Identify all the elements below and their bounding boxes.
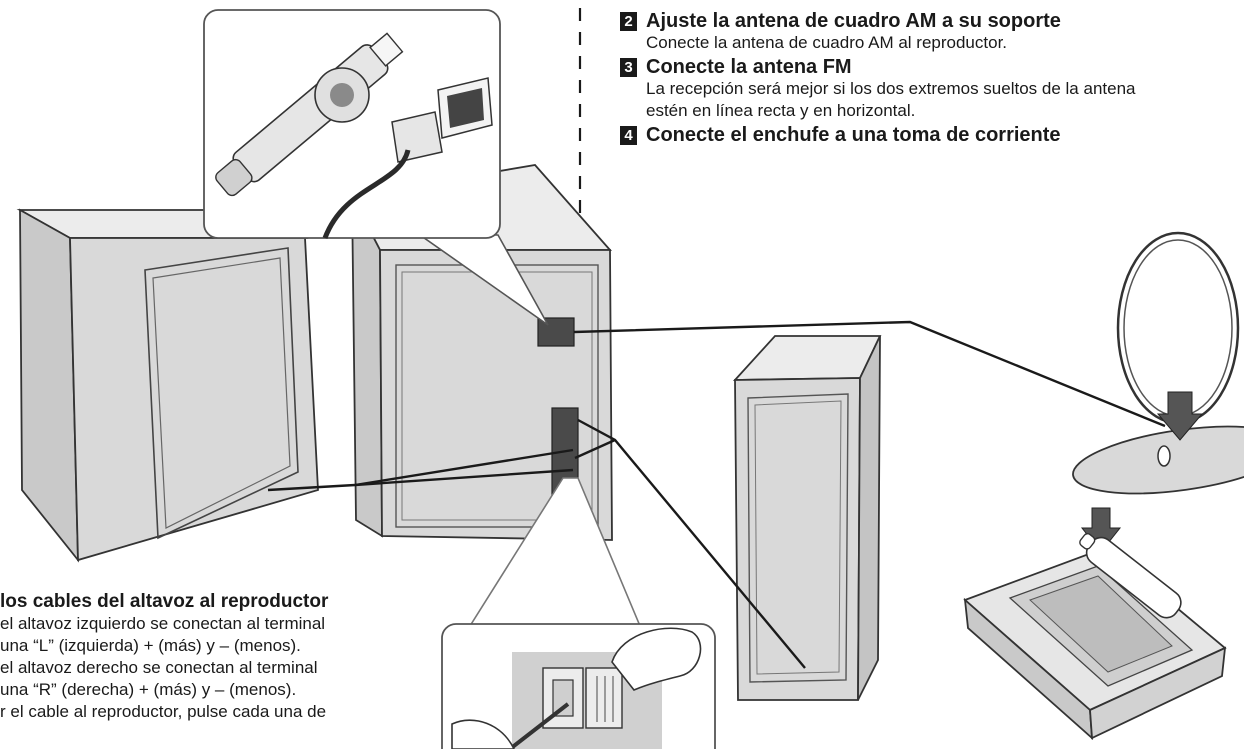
step-number-badge: 2 (620, 11, 637, 31)
antenna-plug-zoom-callout (203, 9, 549, 326)
step-description: La recepción será mejor si los dos extre… (646, 79, 1136, 120)
setup-steps: 2 Ajuste la antena de cuadro AM a su sop… (620, 10, 1240, 146)
antenna-wire (573, 320, 1166, 428)
battery-icon (1079, 533, 1182, 619)
note-line: una “R” (derecha) + (más) y – (menos). (0, 680, 297, 699)
note-line: el altavoz derecho se conectan al termin… (0, 658, 318, 677)
step-3: 3 Conecte la antena FM La recepción será… (620, 56, 1240, 122)
step-2: 2 Ajuste la antena de cuadro AM a su sop… (620, 10, 1240, 54)
step-4: 4 Conecte el enchufe a una toma de corri… (620, 124, 1240, 146)
speaker-wire-zoom-callout (441, 477, 716, 749)
note-line: el altavoz izquierdo se conectan al term… (0, 614, 326, 633)
step-title: Conecte el enchufe a una toma de corrien… (646, 124, 1061, 146)
speaker-connection-note: los cables del altavoz al reproductor el… (0, 590, 329, 723)
step-description: Conecte la antena de cuadro AM al reprod… (646, 33, 1008, 52)
step-title: Conecte la antena FM (646, 56, 852, 78)
insert-arrow-icon (1080, 507, 1122, 553)
left-speaker (16, 208, 319, 563)
remote-control (963, 507, 1227, 741)
am-loop-antenna (1072, 231, 1244, 495)
step-number-badge: 3 (620, 57, 637, 77)
right-speaker (732, 335, 882, 701)
note-title: los cables del altavoz al reproductor (0, 591, 329, 612)
note-line: r el cable al reproductor, pulse cada un… (0, 702, 327, 721)
step-number-badge: 4 (620, 125, 637, 145)
step-title: Ajuste la antena de cuadro AM a su sopor… (646, 10, 1061, 32)
note-line: una “L” (izquierda) + (más) y – (menos). (0, 636, 301, 655)
speaker-wires (267, 418, 806, 669)
